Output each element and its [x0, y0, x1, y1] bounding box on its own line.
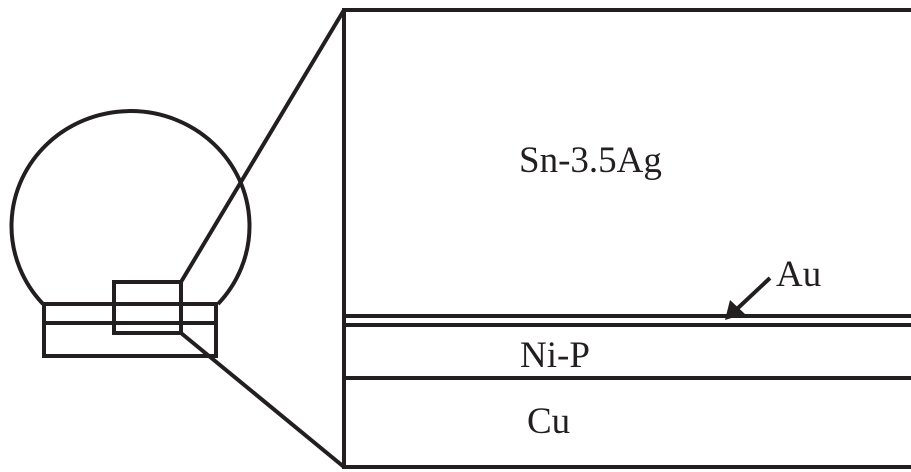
magnified-region-box	[112, 280, 183, 335]
au-arrow-shaft	[736, 276, 772, 310]
zoom-line-bottom	[179, 331, 346, 469]
magnified-cross-section	[342, 8, 911, 469]
label-solder-sn-3-5ag: Sn-3.5Ag	[519, 140, 662, 181]
label-au-layer: Au	[776, 254, 821, 295]
au-arrow-head	[725, 300, 745, 320]
au-arrow	[725, 276, 772, 320]
zoom-line-top	[179, 8, 346, 284]
label-cu-layer: Cu	[527, 401, 570, 442]
solder-ball-outline	[9, 109, 252, 306]
substrate-pad	[42, 302, 218, 358]
zoom-connectors	[179, 8, 346, 469]
solder-ball-overview	[9, 109, 252, 358]
label-ni-p-layer: Ni-P	[520, 335, 590, 376]
cross-section-frame	[342, 8, 911, 469]
